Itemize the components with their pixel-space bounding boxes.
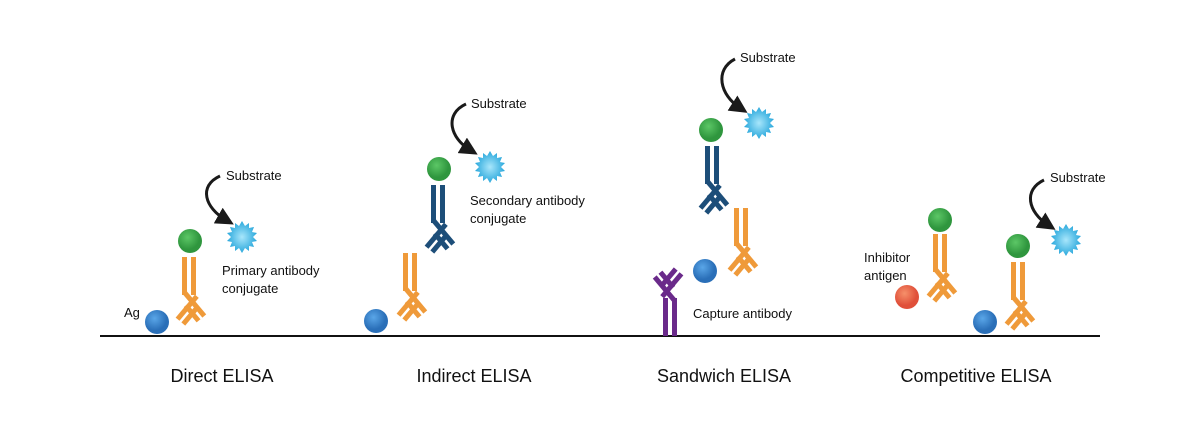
inhibitor-label-2: antigen xyxy=(864,268,907,283)
enzyme-icon xyxy=(427,157,451,181)
antigen-icon xyxy=(693,259,717,283)
antibody-icon xyxy=(926,234,958,303)
antibody-label-2: conjugate xyxy=(470,211,526,226)
primary-antibody-icon xyxy=(396,253,428,322)
enzyme-icon xyxy=(699,118,723,142)
panel-competitive-elisa: Substrate Inhibitor antigen Competitive … xyxy=(864,170,1106,386)
antibody-label: Secondary antibody xyxy=(470,193,585,208)
substrate-label: Substrate xyxy=(226,168,282,183)
antibody-label-2: conjugate xyxy=(222,281,278,296)
inhibitor-antigen-icon xyxy=(895,285,919,309)
arrow-icon xyxy=(205,174,234,225)
panel-title: Sandwich ELISA xyxy=(657,366,791,386)
antigen-icon xyxy=(145,310,169,334)
panel-indirect-elisa: Substrate Secondary antibody conjugate I… xyxy=(364,96,585,386)
arrow-icon xyxy=(1028,178,1056,230)
secondary-antibody-icon xyxy=(424,185,456,254)
substrate-star-icon xyxy=(227,221,257,253)
inhibitor-label: Inhibitor xyxy=(864,250,911,265)
enzyme-icon xyxy=(178,229,202,253)
secondary-antibody-icon xyxy=(698,146,730,215)
antibody-icon xyxy=(1004,262,1036,331)
arrow-icon xyxy=(450,102,478,155)
substrate-star-icon xyxy=(744,107,774,139)
antigen-icon xyxy=(364,309,388,333)
panel-title: Direct ELISA xyxy=(170,366,273,386)
capture-antibody-label: Capture antibody xyxy=(693,306,793,321)
substrate-label: Substrate xyxy=(471,96,527,111)
antigen-label: Ag xyxy=(124,305,140,320)
substrate-star-icon xyxy=(1051,224,1081,256)
panel-direct-elisa: Substrate Primary antibody conjugate Ag … xyxy=(124,168,320,386)
enzyme-icon xyxy=(928,208,952,232)
substrate-label: Substrate xyxy=(1050,170,1106,185)
panel-sandwich-elisa: Substrate Capture antibody Sandwich ELIS… xyxy=(652,50,796,386)
enzyme-icon xyxy=(1006,234,1030,258)
detection-antibody-icon xyxy=(727,208,759,277)
capture-antibody-icon xyxy=(652,267,684,336)
antibody-label: Primary antibody xyxy=(222,263,320,278)
substrate-label: Substrate xyxy=(740,50,796,65)
primary-antibody-icon xyxy=(175,257,207,326)
substrate-star-icon xyxy=(475,151,505,183)
antigen-icon xyxy=(973,310,997,334)
panel-title: Indirect ELISA xyxy=(416,366,531,386)
panel-title: Competitive ELISA xyxy=(900,366,1051,386)
arrow-icon xyxy=(720,57,748,113)
